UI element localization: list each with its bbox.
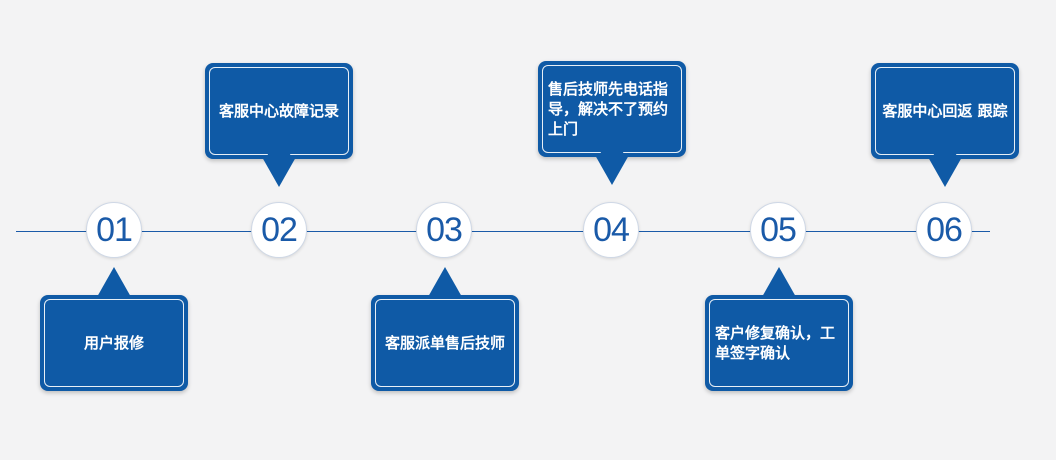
step-label: 客服中心回返 跟踪: [882, 102, 1008, 120]
step-number: 05: [760, 211, 797, 249]
callout-pointer: [762, 267, 796, 297]
callout-pointer: [97, 267, 131, 297]
step-circle-04: 04: [583, 202, 639, 258]
callout-step-04: 售后技师先电话指导，解决不了预约上门: [538, 61, 686, 185]
step-circle-01: 01: [86, 202, 142, 258]
step-circle-02: 02: [251, 202, 307, 258]
step-label: 用户报修: [83, 334, 144, 352]
step-label: 售后技师先电话指导，解决不了预约上门: [548, 80, 669, 138]
callout-pointer: [595, 151, 629, 185]
callout-pointer: [262, 153, 296, 187]
step-label: 客服派单售后技师: [384, 334, 505, 352]
step-number: 06: [926, 211, 963, 249]
step-number: 01: [96, 211, 133, 249]
step-circle-05: 05: [750, 202, 806, 258]
callout-step-03: 客服派单售后技师: [371, 267, 519, 391]
timeline-line: [16, 231, 990, 232]
callout-step-01: 用户报修: [40, 267, 188, 391]
step-label: 客户修复确认，工单签字确认: [715, 324, 836, 362]
callout-pointer: [428, 267, 462, 297]
callout-step-05: 客户修复确认，工单签字确认: [705, 267, 853, 391]
step-circle-03: 03: [416, 202, 472, 258]
step-number: 03: [426, 211, 463, 249]
step-circle-06: 06: [916, 202, 972, 258]
callout-step-06: 客服中心回返 跟踪: [871, 63, 1019, 187]
step-label: 客服中心故障记录: [218, 102, 339, 120]
step-number: 04: [593, 211, 630, 249]
callout-pointer: [928, 153, 962, 187]
step-number: 02: [261, 211, 298, 249]
callout-step-02: 客服中心故障记录: [205, 63, 353, 187]
